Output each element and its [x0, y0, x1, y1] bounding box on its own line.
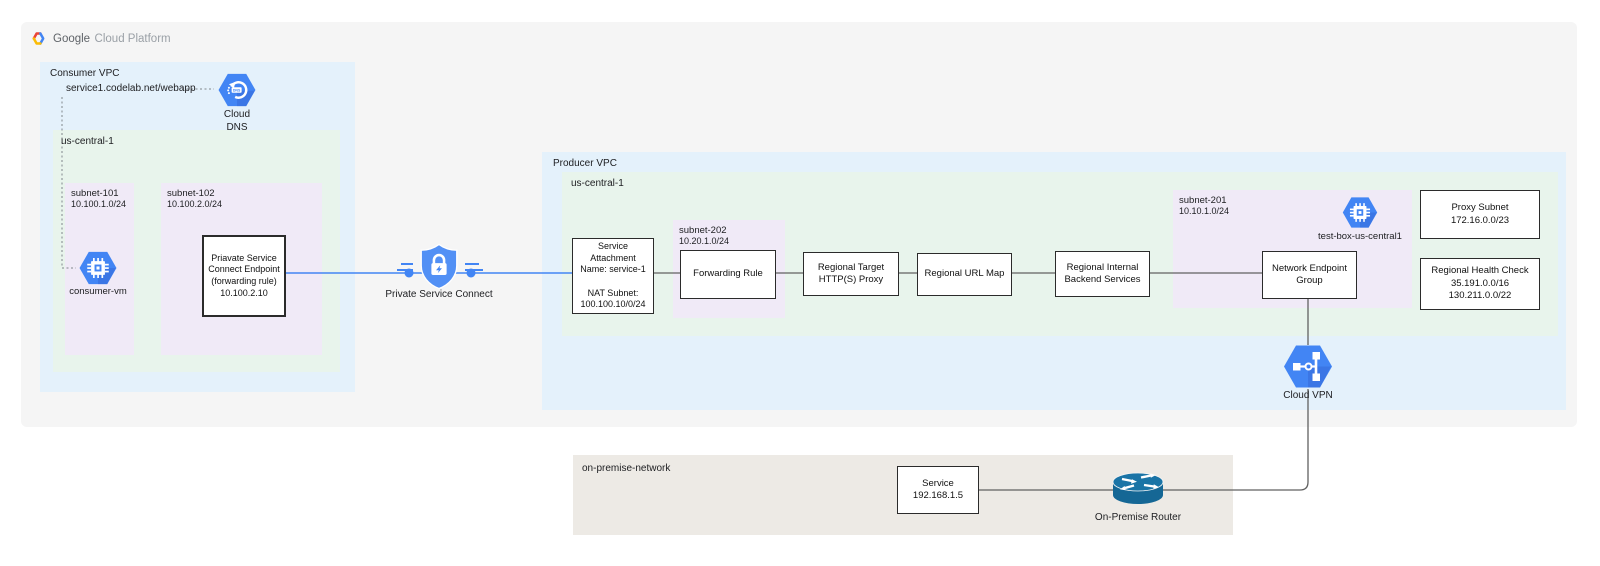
- cloud-vpn-caption: Cloud VPN: [1283, 390, 1333, 401]
- private-service-connect-icon: [417, 242, 461, 296]
- cloud-dns-caption: Cloud DNS: [223, 109, 251, 133]
- service-attachment-box: Service Attachment Name: service-1 NAT S…: [572, 238, 654, 314]
- test-box-caption: test-box-us-central1: [1318, 231, 1402, 242]
- brand-cloud-platform: Cloud Platform: [94, 33, 171, 45]
- dns-record-text: service1.codelab.net/webapp: [66, 83, 196, 94]
- on-premise-service-box: Service 192.168.1.5: [897, 466, 979, 514]
- consumer-vm-icon: [78, 250, 118, 291]
- psc-endpoint-box: Priavate Service Connect Endpoint (forwa…: [202, 235, 286, 317]
- regional-url-map-box: Regional URL Map: [917, 253, 1012, 296]
- gcp-brand: Google Cloud Platform: [31, 29, 171, 47]
- private-service-connect-caption: Private Service Connect: [385, 289, 493, 300]
- subnet-102-name: subnet-102: [167, 188, 215, 199]
- test-box-vm-icon: [1341, 196, 1379, 234]
- consumer-region-label: us-central-1: [61, 136, 114, 147]
- svg-text:DNS: DNS: [233, 88, 241, 92]
- cloud-dns-icon: DNS: [217, 72, 257, 113]
- consumer-vpc-label: Consumer VPC: [50, 68, 120, 79]
- regional-target-proxy-box: Regional Target HTTP(S) Proxy: [803, 252, 899, 296]
- cloud-vpn-icon: [1282, 343, 1334, 395]
- subnet-101-name: subnet-101: [71, 188, 119, 199]
- subnet-202-cidr: 10.20.1.0/24: [679, 236, 730, 246]
- subnet-201-cidr: 10.10.1.0/24: [1179, 206, 1230, 216]
- subnet-201-name: subnet-201: [1179, 195, 1227, 206]
- subnet-202-name: subnet-202: [679, 225, 727, 236]
- brand-google: Google: [53, 33, 91, 45]
- gcp-logo-icon: [31, 31, 46, 46]
- network-endpoint-group-box: Network Endpoint Group: [1262, 251, 1357, 299]
- on-premise-router-icon: [1108, 468, 1168, 513]
- subnet-102-cidr: 10.100.2.0/24: [167, 199, 223, 209]
- regional-health-check-box: Regional Health Check 35.191.0.0/16 130.…: [1420, 258, 1540, 310]
- subnet-101-cidr: 10.100.1.0/24: [71, 199, 127, 209]
- consumer-vm-caption: consumer-vm: [69, 286, 127, 297]
- regional-backend-services-box: Regional Internal Backend Services: [1055, 251, 1150, 297]
- on-premise-network-label: on-premise-network: [582, 463, 671, 474]
- on-premise-router-caption: On-Premise Router: [1094, 512, 1182, 523]
- forwarding-rule-box: Forwarding Rule: [680, 250, 776, 299]
- producer-region-label: us-central-1: [571, 178, 624, 189]
- proxy-subnet-box: Proxy Subnet 172.16.0.0/23: [1420, 190, 1540, 239]
- producer-vpc-label: Producer VPC: [553, 158, 617, 169]
